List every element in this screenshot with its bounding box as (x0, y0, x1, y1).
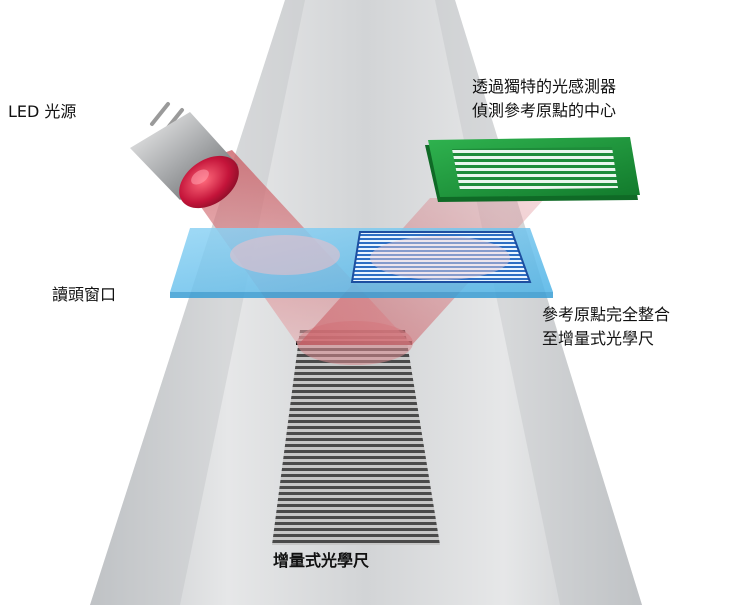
read-head-window-edge (170, 292, 553, 298)
led-light-source-icon (130, 102, 239, 209)
window-grating-frame (350, 231, 532, 283)
label-reference-mark-line-2: 至增量式光學尺 (542, 329, 655, 348)
label-reference-mark: 參考原點完全整合 至增量式光學尺 (542, 303, 670, 351)
label-sensor: 透過獨特的光感測器 偵測參考原點的中心 (472, 75, 616, 123)
label-scale: 增量式光學尺 (273, 551, 370, 570)
label-read-head-window: 讀頭窗口 (52, 285, 117, 304)
label-sensor-line-1: 透過獨特的光感測器 (472, 77, 617, 96)
graduation-strip (272, 330, 440, 545)
window-light-spot-right (370, 236, 510, 280)
scale-band-shade (90, 0, 305, 605)
window-light-spot (230, 235, 340, 275)
window-grating (352, 232, 530, 282)
photo-sensor-board-icon (425, 137, 640, 202)
label-reference-mark-line-1: 參考原點完全整合 (542, 305, 671, 324)
label-sensor-line-2: 偵測參考原點的中心 (472, 101, 617, 120)
label-led-source: LED 光源 (8, 102, 77, 121)
